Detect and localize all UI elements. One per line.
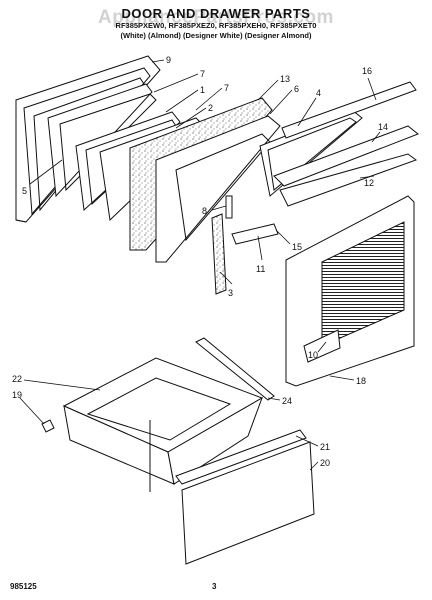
model-numbers: RF385PXEW0, RF385PXEZ0, RF385PXEH0, RF38… <box>115 21 317 30</box>
drawer-assembly <box>41 337 315 565</box>
part-door-frame-inner <box>23 67 151 216</box>
leader-lines <box>19 59 381 471</box>
callout-7b: 7 <box>224 83 229 93</box>
callout-24: 24 <box>282 396 292 406</box>
callout-18: 18 <box>356 376 366 386</box>
callout-7: 7 <box>200 69 205 79</box>
document-code: 985125 <box>10 582 37 591</box>
part-bottom-strip <box>231 223 279 245</box>
callout-8: 8 <box>202 206 207 216</box>
callout-20: 20 <box>320 458 330 468</box>
part-inner-glass-edge <box>59 93 157 192</box>
callout-19: 19 <box>12 390 22 400</box>
callout-12: 12 <box>364 178 374 188</box>
diagram-title: DOOR AND DRAWER PARTS <box>121 6 311 21</box>
part-drawer-floor <box>86 377 232 441</box>
part-side-insulation <box>211 213 227 295</box>
callout-5: 5 <box>22 186 27 196</box>
part-drawer-glide <box>41 419 55 433</box>
callout-9: 9 <box>166 55 171 65</box>
callout-2: 2 <box>208 103 213 113</box>
callout-10: 10 <box>308 350 318 360</box>
callout-13: 13 <box>280 74 290 84</box>
part-drawer-front <box>181 441 315 565</box>
part-vent-trim <box>279 153 418 207</box>
callout-11: 11 <box>256 264 265 274</box>
callout-14: 14 <box>378 122 388 132</box>
callout-16: 16 <box>362 66 372 76</box>
door-assembly <box>15 55 419 387</box>
callout-21: 21 <box>320 442 330 452</box>
part-door-trim <box>273 125 419 187</box>
part-door-hinge <box>225 195 233 219</box>
part-vent-grille <box>321 221 405 347</box>
callout-3: 3 <box>228 288 233 298</box>
part-door-liner <box>155 115 281 263</box>
callout-4: 4 <box>316 88 321 98</box>
callout-labels: 9 7 1 2 7 13 6 4 16 14 12 15 11 3 8 5 10… <box>12 55 388 468</box>
part-door-handle <box>281 81 417 139</box>
color-variants: (White) (Almond) (Designer White) (Desig… <box>120 31 312 40</box>
frame-edge <box>15 219 27 223</box>
page-number: 3 <box>212 582 217 591</box>
callout-6: 6 <box>294 84 299 94</box>
part-drawer-side-wall <box>167 396 263 485</box>
part-drawer-trim <box>175 429 307 485</box>
part-drawer-rail <box>195 337 275 401</box>
part-outer-glass-edge <box>267 117 357 191</box>
callout-22: 22 <box>12 374 22 384</box>
part-door-gasket <box>33 77 145 212</box>
callout-1: 1 <box>200 85 205 95</box>
watermark: AppliancePartsPros.com <box>98 7 334 28</box>
callout-15: 15 <box>292 242 302 252</box>
part-window-badge <box>303 329 341 363</box>
